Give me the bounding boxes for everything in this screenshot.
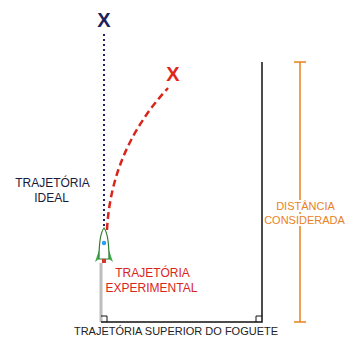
rocket-window (102, 241, 106, 245)
label-text: TRAJETÓRIA IDEAL (14, 176, 90, 205)
label-text: X (96, 9, 111, 31)
experimental-trajectory-curve (107, 88, 168, 230)
right-angle-mark (101, 316, 107, 322)
label-text: X (165, 63, 180, 85)
target-mark: X (158, 62, 188, 87)
rocket-nozzle (102, 259, 106, 263)
label-text: TRAJETÓRIA EXPERIMENTAL (106, 266, 199, 295)
distance-label: DISTÂNCIA CONSIDERADA (263, 200, 347, 228)
rocket-icon (95, 228, 113, 263)
rocket-body (99, 228, 109, 259)
rocket-base-line (100, 263, 103, 322)
trajectory-label: TRAJETÓRIA IDEAL (10, 176, 94, 206)
target-mark: X (89, 8, 119, 33)
rocket-fin (109, 250, 113, 262)
distance-bracket (294, 62, 306, 322)
label-text: TRAJETÓRIA SUPERIOR DO FOGUETE (73, 325, 279, 337)
ideal-trajectory-line (103, 34, 105, 226)
trajectory-label: TRAJETÓRIA EXPERIMENTAL (102, 266, 202, 296)
label-text: DISTÂNCIA CONSIDERADA (264, 200, 346, 226)
right-angle-mark (256, 316, 262, 322)
rocket-fin (95, 250, 99, 262)
axis-caption: TRAJETÓRIA SUPERIOR DO FOGUETE (56, 325, 296, 339)
reference-lines (101, 62, 262, 322)
